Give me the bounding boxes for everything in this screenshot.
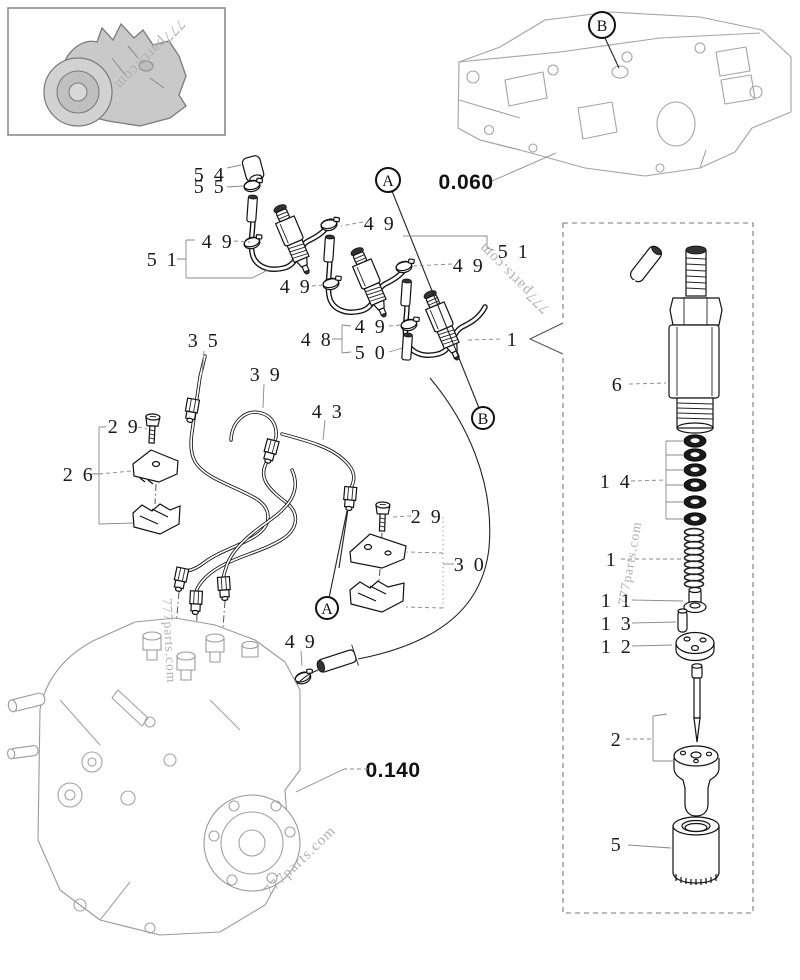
section-line-a-b: [391, 190, 480, 409]
label-5: 5: [611, 834, 624, 856]
pump-delivery-fittings: [142, 631, 259, 681]
label-26: 2 6: [63, 464, 96, 486]
label-49-c: 4 9: [453, 255, 486, 277]
watermark-exploded: 777parts.com: [615, 520, 645, 606]
engine-thumbnail: 777parts.com: [7, 7, 226, 136]
part-12-spacer: [675, 631, 715, 662]
part-49-return-pipe: [316, 644, 359, 673]
part-49-clamp-d: [321, 274, 345, 292]
label-54: 5 4: [194, 164, 227, 186]
label-2: 2: [611, 729, 624, 751]
label-11: 1 1: [601, 590, 634, 612]
label-49-a: 4 9: [202, 231, 235, 253]
label-1-spring: 1: [606, 549, 619, 571]
label-35: 3 5: [188, 330, 221, 352]
pump-nut-3: [216, 576, 232, 602]
section-pump-leader: [295, 768, 345, 793]
label-49-d: 4 9: [280, 276, 313, 298]
part-2-nozzle: [673, 663, 720, 817]
clamp-plate-group-30: [349, 501, 407, 613]
part-30-lower-plate: [349, 580, 405, 613]
part-11-spring-seat: [683, 586, 707, 614]
part-26-lower-plate: [132, 503, 181, 535]
label-51-b: 5 1: [498, 241, 531, 263]
part-14-washers: [683, 434, 707, 526]
part-50-pipe: [401, 332, 414, 361]
injection-pump-reference: 0.140: [7, 617, 420, 936]
part-13-pin: [677, 608, 688, 633]
label-14: 1 4: [600, 471, 633, 493]
pipe-stub-2: [323, 234, 336, 263]
watermark-pump-left: 777parts.com: [160, 598, 179, 684]
callout-a-top: A: [382, 173, 394, 190]
section-label-pump: 0.140: [365, 759, 420, 782]
callout-b-head: B: [597, 18, 608, 35]
label-49-e: 4 9: [355, 316, 388, 338]
label-48: 4 8: [301, 329, 334, 351]
label-1-assembly: 1: [507, 329, 520, 351]
callout-b-head-circle: [588, 11, 616, 39]
pipe-39-nut: [260, 438, 280, 466]
cylinder-head-reference: B 0.060: [438, 11, 792, 194]
section-head-leader: [491, 152, 557, 182]
label-29-b: 2 9: [411, 506, 444, 528]
label-55: 5 5: [194, 176, 227, 198]
part-29-bolt-a: [143, 413, 161, 444]
label-12: 1 2: [601, 636, 634, 658]
pipe-stub-1: [246, 194, 259, 223]
assembly-labels: 5 4 5 5 4 9 5 1 4 9 5 1 4 9 4 9 4 8 4 9 …: [63, 164, 531, 667]
part-29-bolt-b: [374, 501, 391, 532]
label-49-f: 4 9: [285, 631, 318, 653]
pipe-35-nut: [182, 397, 201, 424]
callout-a-bottom: A: [321, 601, 333, 618]
part-1-spring: [683, 527, 705, 589]
label-50: 5 0: [355, 342, 388, 364]
label-51-a: 5 1: [147, 249, 180, 271]
part-49-clamp-c: [394, 257, 418, 275]
pump-nut-1: [171, 566, 190, 594]
part-6-nozzle-holder: [629, 245, 723, 434]
exploded-view-border: [562, 222, 754, 914]
part-30-upper-plate: [349, 533, 407, 569]
clamp-plate-group-26: [132, 413, 181, 535]
label-29-a: 2 9: [108, 416, 141, 438]
callout-b-head-leader: [604, 37, 620, 69]
label-43: 4 3: [312, 401, 345, 423]
label-6: 6: [612, 374, 625, 396]
injector-exploded-view: 6 1 4 1 1 1 1 3 1 2 2 5: [528, 222, 754, 914]
part-5-retaining-nut: [672, 816, 720, 885]
label-49-b: 4 9: [364, 213, 397, 235]
part-49-clamp-e: [399, 315, 423, 333]
pipe-stub-3: [400, 278, 413, 307]
section-label-head: 0.060: [438, 171, 493, 194]
label-13: 1 3: [601, 613, 634, 635]
pipe-43-nut: [342, 485, 358, 512]
callout-markers: A B A: [315, 167, 495, 620]
label-39: 3 9: [250, 364, 283, 386]
exploded-view-pointer: [528, 322, 564, 355]
pump-nut-2: [188, 590, 204, 616]
label-30: 3 0: [454, 554, 487, 576]
callout-b-mid: B: [478, 411, 489, 428]
